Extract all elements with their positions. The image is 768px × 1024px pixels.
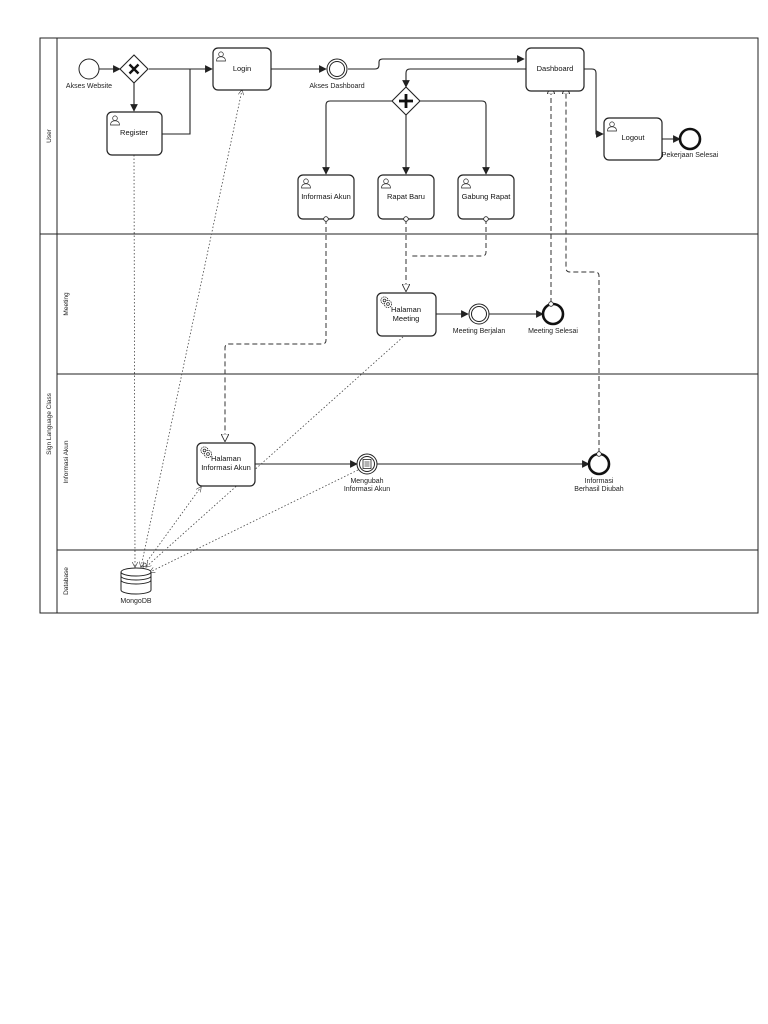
- task-rapat-baru-label: Rapat Baru: [387, 192, 425, 201]
- task-halaman-meeting-label-line2: Meeting: [393, 314, 420, 323]
- task-logout[interactable]: Logout: [603, 117, 663, 161]
- task-informasi-akun-label: Informasi Akun: [301, 192, 351, 201]
- pool-border: [39, 37, 759, 614]
- berhasil-label-line1: Informasi: [585, 478, 614, 485]
- message-gabung-rapat-to-halaman-meeting: [410, 219, 487, 257]
- end-event-pekerjaan-selesai: [678, 127, 702, 151]
- pool-label: Sign Language Class: [46, 392, 53, 455]
- mengubah-label-line2: Informasi Akun: [344, 486, 390, 493]
- task-gabung-rapat[interactable]: Gabung Rapat: [457, 174, 515, 222]
- start-event: [78, 58, 100, 80]
- lane-label-database: Database: [63, 567, 70, 595]
- gateways: [119, 54, 421, 116]
- assoc-login-db: [141, 90, 242, 567]
- events: Akses Website Akses Dashboard Pekerjaan …: [66, 58, 719, 493]
- task-register[interactable]: Register: [106, 111, 163, 156]
- message-flows: [225, 87, 600, 453]
- message-berhasil-to-dashboard: [566, 87, 600, 453]
- lane-label-meeting: Meeting: [63, 292, 70, 316]
- task-halaman-info-label-line2: Informasi Akun: [201, 463, 251, 472]
- assoc-register-to-db: [134, 154, 135, 567]
- meeting-berjalan-label: Meeting Berjalan: [453, 328, 506, 335]
- task-halaman-informasi-akun[interactable]: Halaman Informasi Akun: [196, 442, 256, 487]
- message-connector-dot: [323, 216, 329, 222]
- flow-dashboard-to-parallel: [402, 68, 526, 88]
- message-connector-dot: [403, 216, 409, 222]
- assoc-mengubah-to-db: [150, 469, 359, 572]
- message-connector-dot: [596, 451, 602, 457]
- data-associations: [134, 90, 404, 572]
- task-login[interactable]: Login: [212, 47, 272, 91]
- assoc-halaman-info-db: [143, 487, 201, 567]
- task-register-label: Register: [120, 128, 148, 137]
- task-informasi-akun[interactable]: Informasi Akun: [297, 174, 355, 222]
- task-logout-label: Logout: [622, 133, 646, 142]
- akses-dashboard-label: Akses Dashboard: [309, 83, 364, 90]
- meeting-selesai-label: Meeting Selesai: [528, 328, 578, 335]
- end-event-meeting-selesai: [541, 302, 565, 326]
- berhasil-label-line2: Berhasil Diubah: [574, 486, 624, 493]
- lane-label-user: User: [46, 128, 53, 143]
- datastore-label: MongoDB: [120, 598, 151, 605]
- mengubah-label-line1: Mengubah: [350, 478, 383, 485]
- task-halaman-meeting[interactable]: Halaman Meeting: [376, 292, 437, 337]
- flow-register-to-login: [162, 69, 191, 135]
- assoc-meeting-to-db: [146, 336, 404, 567]
- task-rapat-baru[interactable]: Rapat Baru: [377, 174, 435, 222]
- end-event-informasi-berhasil: [587, 452, 611, 476]
- message-connector-dot: [483, 216, 489, 222]
- task-dashboard[interactable]: Dashboard: [525, 47, 585, 92]
- flow-parallel-to-gabung-rapat: [420, 100, 490, 175]
- start-event-label: Akses Website: [66, 83, 112, 90]
- database-icon: [120, 567, 152, 595]
- pekerjaan-selesai-label: Pekerjaan Selesai: [662, 152, 719, 159]
- intermediate-event-inner-ring: [359, 456, 375, 472]
- tasks: Login Register Dashboard Logout Informas…: [106, 47, 663, 487]
- flow-parallel-to-informasi-akun: [322, 100, 392, 175]
- message-connector-dot: [548, 301, 554, 307]
- flow-akses-to-dashboard: [348, 55, 525, 70]
- document-event-icon: [362, 459, 372, 469]
- task-halaman-info-label-line1: Halaman: [211, 454, 241, 463]
- x-gateway-icon: [119, 54, 149, 84]
- message-informasi-to-halaman-info: [225, 219, 327, 441]
- lane-label-informasi-akun: Informasi Akun: [63, 440, 70, 483]
- sequence-flows: [99, 55, 681, 468]
- task-login-label: Login: [233, 64, 251, 73]
- task-halaman-meeting-label-line1: Halaman: [391, 305, 421, 314]
- intermediate-event-inner-ring: [329, 61, 345, 77]
- datastore-mongodb[interactable]: MongoDB: [120, 567, 152, 605]
- task-gabung-rapat-label: Gabung Rapat: [462, 192, 512, 201]
- task-dashboard-label: Dashboard: [537, 64, 574, 73]
- flow-dashboard-to-logout: [584, 68, 604, 138]
- plus-gateway-icon: [391, 86, 421, 116]
- intermediate-event-inner-ring: [471, 306, 487, 322]
